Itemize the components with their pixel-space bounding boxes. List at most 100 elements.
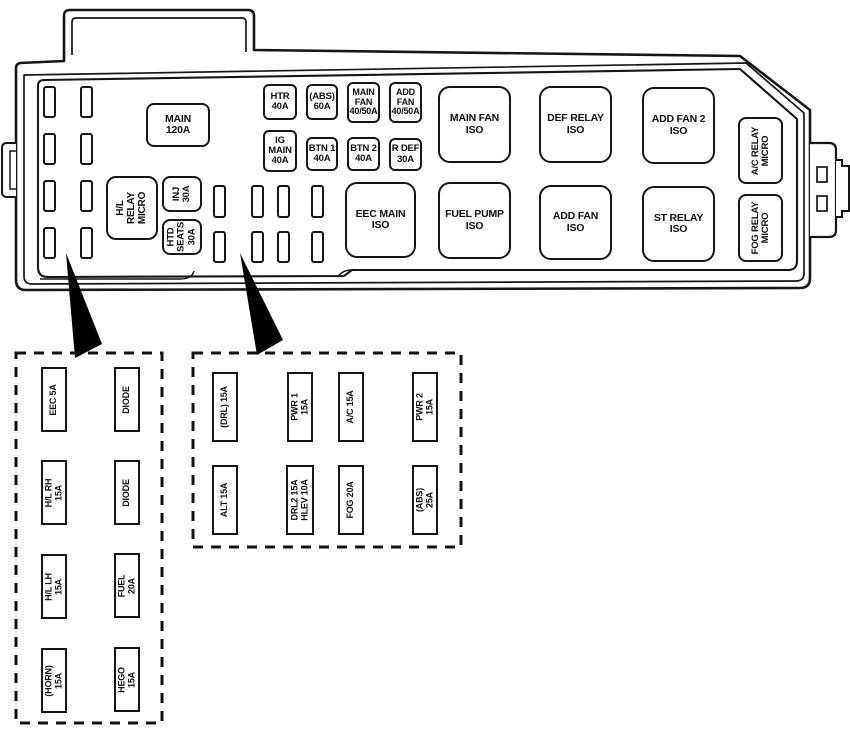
fuse-add-fan-4050a-label: ADD FAN 40/50A: [391, 86, 420, 117]
fuse-slot: [43, 86, 56, 118]
diode-1: DIODE: [114, 367, 140, 432]
fuse-fuel-20a: FUEL 20A: [114, 553, 140, 618]
fuse-pwr1-15a-label: PWR 1 15A: [289, 393, 309, 421]
relay-def-relay-iso: DEF RELAY ISO: [539, 86, 612, 163]
fuse-ig-main-40a: IG MAIN 40A: [263, 130, 297, 172]
relay-fog-micro: FOG RELAY MICRO: [738, 194, 783, 262]
fuse-btn1-40a: BTN 1 40A: [306, 137, 338, 171]
pointer-wedge-mid: [240, 253, 283, 355]
panel-mid-outline: [23, 62, 805, 285]
fuse-hego-15a-label: HEGO 15A: [116, 666, 136, 693]
fuse-pwr1-15a: PWR 1 15A: [287, 372, 313, 442]
fuse-alt-15a-label: ALT 15A: [219, 482, 230, 518]
fuse-fuel-20a-label: FUEL 20A: [116, 574, 136, 597]
fuse-main-120a-label: MAIN 120A: [164, 112, 192, 136]
fuse-slot: [213, 231, 226, 263]
fuse-drl2-hlev: DRL2 15A HLEV 10A: [286, 465, 314, 535]
fuse-htr-40a: HTR 40A: [263, 84, 297, 120]
fuse-abs-60a: (ABS) 60A: [306, 84, 338, 120]
fuse-hl-rh-15a: H/L RH 15A: [41, 460, 67, 525]
fuse-alt-15a: ALT 15A: [212, 465, 238, 535]
fuse-btn1-40a-label: BTN 1 40A: [308, 142, 336, 164]
fuse-r-def-30a: R DEF 30A: [389, 138, 422, 171]
fuse-eec-5a-label: EEC 5A: [48, 383, 59, 416]
relay-eec-main-iso-label: EEC MAIN ISO: [355, 207, 406, 231]
left-connector-inner: [9, 150, 16, 190]
fuse-htr-40a-label: HTR 40A: [270, 90, 290, 112]
fuse-slot: [80, 133, 93, 165]
relay-st-relay-iso: ST RELAY ISO: [642, 186, 715, 262]
fuse-hego-15a: HEGO 15A: [114, 647, 140, 712]
fuse-hl-lh-15a-label: H/L LH 15A: [43, 572, 63, 601]
fuse-btn2-40a-label: BTN 2 40A: [350, 142, 377, 164]
fuse-ac-15a-label: A/C 15A: [345, 390, 356, 424]
fuse-slot: [80, 86, 93, 118]
relay-hl-micro: H/L RELAY MICRO: [106, 176, 158, 240]
relay-main-fan-iso: MAIN FAN ISO: [438, 86, 511, 163]
fuse-btn2-40a: BTN 2 40A: [347, 137, 380, 171]
fuse-slot: [251, 231, 264, 263]
relay-add-fan-iso-label: ADD FAN ISO: [552, 210, 599, 234]
fuse-abs-25a-label: (ABS) 25A: [414, 488, 434, 512]
fuse-drl2-hlev-label: DRL2 15A HLEV 10A: [289, 479, 309, 521]
fuse-horn-15a-label: (HORN) 15A: [43, 664, 63, 697]
fuse-slot: [213, 185, 226, 218]
fuse-horn-15a: (HORN) 15A: [41, 648, 67, 713]
bottom-ridge-left: [40, 270, 195, 280]
fuse-slot: [43, 133, 56, 165]
fuse-drl-15a-label: (DRL) 15A: [219, 386, 230, 428]
diode-1-label: DIODE: [121, 385, 132, 414]
right-connector-notch-top: [816, 166, 828, 183]
fuse-slot: [277, 231, 290, 263]
relay-add-fan-iso: ADD FAN ISO: [539, 185, 612, 260]
fuse-slot: [43, 180, 56, 212]
fuse-inj-30a: INJ 30A: [162, 176, 202, 212]
diode-2: DIODE: [114, 460, 140, 525]
detail-box-left-border: [14, 351, 164, 725]
tab-inner-outline: [71, 17, 247, 55]
fuse-r-def-30a-label: R DEF 30A: [391, 143, 420, 165]
fuse-slot: [80, 227, 93, 259]
relay-main-fan-iso-label: MAIN FAN ISO: [449, 112, 500, 136]
relay-fuel-pump-iso-label: FUEL PUMP ISO: [445, 208, 504, 232]
fuse-slot: [251, 185, 264, 218]
relay-ac-micro: A/C RELAY MICRO: [738, 117, 783, 184]
diode-2-label: DIODE: [121, 478, 132, 507]
fuse-inj-30a-label: INJ 30A: [170, 185, 192, 203]
fuse-compartment-outline: [36, 67, 799, 279]
left-connector: [1, 142, 16, 198]
fuse-fog-20a-label: FOG 20A: [345, 481, 356, 519]
fuse-main-fan-4050a: MAIN FAN 40/50A: [347, 82, 380, 123]
fuse-htd-seats-30a: HTD SEATS 30A: [162, 219, 202, 255]
right-connector-notch-bottom: [816, 195, 828, 212]
relay-add-fan-2-iso-label: ADD FAN 2 ISO: [651, 113, 706, 137]
fuse-eec-5a: EEC 5A: [41, 367, 67, 432]
relay-fuel-pump-iso: FUEL PUMP ISO: [438, 182, 511, 259]
fuse-slot: [277, 185, 290, 218]
fuse-pwr2-15a: PWR 2 15A: [412, 372, 438, 442]
relay-ac-micro-label: A/C RELAY MICRO: [749, 126, 771, 175]
fuse-hl-rh-15a-label: H/L RH 15A: [43, 478, 63, 507]
fuse-htd-seats-30a-label: HTD SEATS 30A: [165, 222, 198, 252]
fuse-add-fan-4050a: ADD FAN 40/50A: [389, 82, 422, 123]
relay-fog-micro-label: FOG RELAY MICRO: [749, 201, 771, 255]
fuse-slot: [311, 231, 324, 263]
fuse-ig-main-40a-label: IG MAIN 40A: [268, 134, 292, 167]
fuse-slot: [43, 227, 56, 259]
fuse-pwr2-15a-label: PWR 2 15A: [414, 393, 434, 421]
relay-add-fan-2-iso: ADD FAN 2 ISO: [642, 87, 715, 164]
relay-hl-micro-label: H/L RELAY MICRO: [114, 191, 148, 225]
fuse-hl-lh-15a: H/L LH 15A: [41, 554, 67, 619]
bottom-ridge-right: [337, 269, 353, 278]
relay-eec-main-iso: EEC MAIN ISO: [345, 182, 416, 258]
fuse-abs-60a-label: (ABS) 60A: [309, 90, 335, 112]
pointer-wedge-left: [66, 253, 102, 358]
fuse-slot: [80, 180, 93, 212]
right-connector-tongue: [836, 159, 850, 218]
fuse-main-fan-4050a-label: MAIN FAN 40/50A: [349, 86, 378, 117]
fuse-main-120a: MAIN 120A: [146, 103, 210, 147]
fuse-drl-15a: (DRL) 15A: [212, 372, 238, 442]
fuse-slot: [311, 185, 324, 218]
relay-def-relay-iso-label: DEF RELAY ISO: [547, 112, 604, 136]
